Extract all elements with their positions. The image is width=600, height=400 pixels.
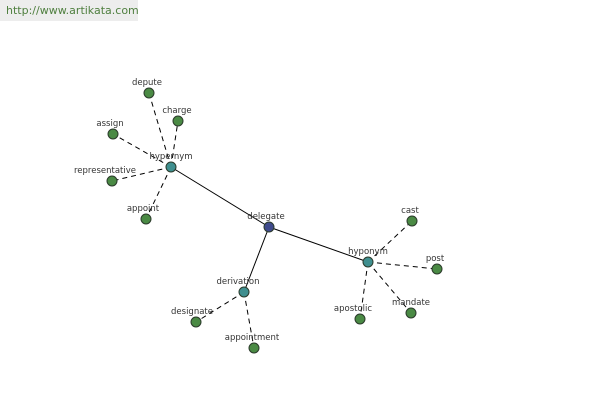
edge-hypernym-to-charge bbox=[170, 120, 179, 168]
graph-nodes bbox=[106, 87, 443, 354]
site-url-link[interactable]: http://www.artikata.com bbox=[0, 0, 139, 21]
edge-center-to-hypernym bbox=[170, 166, 270, 228]
graph-edges bbox=[111, 92, 438, 349]
label-leaf-assign[interactable]: assign bbox=[96, 119, 123, 129]
node-leaf-assign[interactable] bbox=[107, 128, 119, 140]
label-leaf-representative[interactable]: representative bbox=[74, 166, 136, 176]
node-leaf-mandate[interactable] bbox=[405, 307, 417, 319]
label-leaf-mandate[interactable]: mandate bbox=[392, 298, 430, 308]
edge-derivation-to-appointment bbox=[243, 291, 255, 349]
edge-center-to-hyponym bbox=[268, 226, 369, 263]
label-leaf-post[interactable]: post bbox=[426, 254, 445, 264]
edge-hypernym-to-depute bbox=[148, 92, 172, 168]
node-leaf-apostolic[interactable] bbox=[354, 313, 366, 325]
label-group-hyponym[interactable]: hyponym bbox=[348, 247, 388, 257]
node-leaf-appointment[interactable] bbox=[248, 342, 260, 354]
edge-hyponym-to-apostolic bbox=[359, 261, 369, 320]
edge-hyponym-to-mandate bbox=[367, 261, 412, 314]
edge-center-to-derivation bbox=[243, 226, 270, 293]
edge-derivation-to-designate bbox=[195, 291, 245, 323]
node-group-hypernym[interactable] bbox=[165, 161, 177, 173]
node-leaf-depute[interactable] bbox=[143, 87, 155, 99]
node-leaf-designate[interactable] bbox=[190, 316, 202, 328]
node-group-derivation[interactable] bbox=[238, 286, 250, 298]
node-leaf-cast[interactable] bbox=[406, 215, 418, 227]
graph-labels: delegate hypernym depute charge assign repres… bbox=[74, 78, 445, 343]
label-group-hypernym[interactable]: hypernym bbox=[149, 152, 192, 162]
edge-hypernym-to-representative bbox=[111, 166, 172, 182]
edge-hypernym-to-assign bbox=[112, 133, 172, 168]
node-leaf-post[interactable] bbox=[431, 263, 443, 275]
label-center-delegate[interactable]: delegate bbox=[247, 212, 284, 222]
edge-hypernym-to-appoint bbox=[145, 166, 172, 220]
label-leaf-appointment[interactable]: appointment bbox=[225, 333, 280, 343]
node-leaf-representative[interactable] bbox=[106, 175, 118, 187]
label-leaf-charge[interactable]: charge bbox=[162, 106, 191, 116]
label-leaf-apostolic[interactable]: apostolic bbox=[334, 304, 372, 314]
label-leaf-appoint[interactable]: appoint bbox=[127, 204, 160, 214]
label-leaf-designate[interactable]: designate bbox=[171, 307, 213, 317]
node-leaf-charge[interactable] bbox=[172, 115, 184, 127]
label-leaf-depute[interactable]: depute bbox=[132, 78, 162, 88]
edge-hyponym-to-post bbox=[367, 261, 438, 270]
node-group-hyponym[interactable] bbox=[362, 256, 374, 268]
edge-hyponym-to-cast bbox=[367, 220, 413, 263]
label-leaf-cast[interactable]: cast bbox=[401, 206, 419, 216]
node-leaf-appoint[interactable] bbox=[140, 213, 152, 225]
label-group-derivation[interactable]: derivation bbox=[216, 277, 259, 287]
node-center-delegate[interactable] bbox=[263, 221, 275, 233]
